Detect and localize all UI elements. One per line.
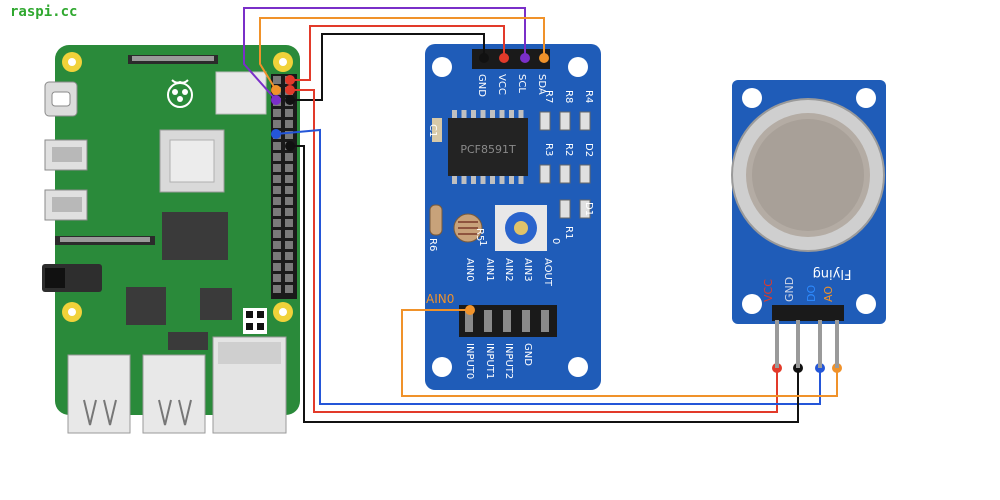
pcf-bottom-pin	[522, 310, 530, 332]
gpio-pin	[273, 153, 281, 161]
pcf-component-label: R8	[563, 90, 574, 103]
pcf-component-label: R2	[563, 143, 574, 156]
gpio-pin	[273, 197, 281, 205]
pcf-header-label: GND	[476, 74, 487, 97]
sensor-pin-label: AO	[822, 286, 835, 302]
pcf-component-label: R1	[563, 226, 574, 239]
gpio-pin	[285, 175, 293, 183]
gpio-pin	[273, 285, 281, 293]
gpio-pin	[273, 109, 281, 117]
pcf-component-label: D1	[583, 202, 594, 216]
gpio-pin	[273, 208, 281, 216]
pcf-input-label: INPUT0	[464, 343, 475, 379]
wire-gnd-sensor	[290, 145, 799, 423]
gpio-pin	[273, 76, 281, 84]
gpio-pin	[273, 142, 281, 150]
watermark: raspi.cc	[10, 4, 78, 20]
gpio-pin	[285, 186, 293, 194]
sensor-header-pins	[775, 320, 839, 368]
gpio-pin	[285, 164, 293, 172]
gpio-pin	[285, 285, 293, 293]
pcf-component-label: D2	[583, 143, 594, 157]
gpio-pin	[273, 230, 281, 238]
pcf-analog-label: AIN2	[503, 258, 514, 282]
gpio-pin	[273, 186, 281, 194]
pcf-component-label: R7	[543, 90, 554, 103]
pcf-component-label: 0	[550, 238, 561, 244]
pcf-header-label: VCC	[496, 74, 507, 95]
sensor-pin-label: GND	[783, 277, 796, 302]
gpio-pin	[273, 274, 281, 282]
wire-vcc-pcf	[290, 25, 505, 81]
gpio-pin	[273, 219, 281, 227]
pcf-component-label: C1	[427, 124, 438, 137]
pcf-analog-label: AIN1	[484, 258, 495, 282]
pcf-bottom-pin	[484, 310, 492, 332]
pcf-component-label: R3	[543, 143, 554, 156]
gpio-pin	[273, 252, 281, 260]
sensor-pin-label: VCC	[762, 279, 775, 302]
chip-label: PCF8591T	[460, 143, 516, 156]
wiring	[243, 7, 838, 423]
pcf-bottom-pin	[541, 310, 549, 332]
pcf-bottom-pin	[465, 310, 473, 332]
gpio-pin	[273, 175, 281, 183]
pcf-header-label: SCL	[516, 74, 527, 93]
pcf-analog-label: AIN0	[464, 258, 475, 282]
wire-vcc-sensor	[290, 89, 778, 413]
gpio-pin	[273, 263, 281, 271]
gpio-pin	[285, 208, 293, 216]
wire-gnd-pcf	[290, 33, 485, 101]
sensor-brand: Flying	[813, 266, 852, 281]
gpio-pin	[273, 164, 281, 172]
gpio-pin	[285, 109, 293, 117]
wire-dots	[271, 53, 842, 373]
sensor-pin-label: DO	[805, 285, 818, 302]
gpio-pin	[285, 120, 293, 128]
pcf-analog-label: AOUT	[542, 258, 553, 287]
wire-sda	[259, 17, 545, 91]
pcf-input-label: INPUT2	[503, 343, 514, 379]
pcf-component-label: 1	[477, 240, 488, 246]
gpio-pin	[273, 241, 281, 249]
pcf-header-label: SDA	[536, 74, 547, 95]
pcf-component-label: R5	[474, 228, 485, 241]
gpio-pin	[285, 241, 293, 249]
pcf-bottom-pin	[503, 310, 511, 332]
ain0-callout: AIN0	[426, 292, 454, 306]
gpio-pin	[285, 131, 293, 139]
pcf-input-label: GND	[522, 343, 533, 366]
gpio-pin	[285, 230, 293, 238]
gpio-pin	[273, 120, 281, 128]
wire-do	[275, 128, 821, 405]
gpio-pin	[285, 219, 293, 227]
gpio-pin	[285, 252, 293, 260]
gpio-pin	[285, 274, 293, 282]
wire-scl	[243, 7, 526, 101]
raspberry-pi-board	[42, 45, 300, 434]
raspberry-logo-icon	[167, 79, 193, 108]
wire-ao-ain0	[401, 309, 838, 397]
pcf-component-label: R4	[583, 90, 594, 103]
gpio-pin	[285, 263, 293, 271]
gpio-pin	[285, 153, 293, 161]
gpio-pin	[285, 197, 293, 205]
pcf-component-label: R6	[427, 238, 438, 251]
pcf-analog-label: AIN3	[522, 258, 533, 282]
pcf-input-label: INPUT1	[484, 343, 495, 379]
